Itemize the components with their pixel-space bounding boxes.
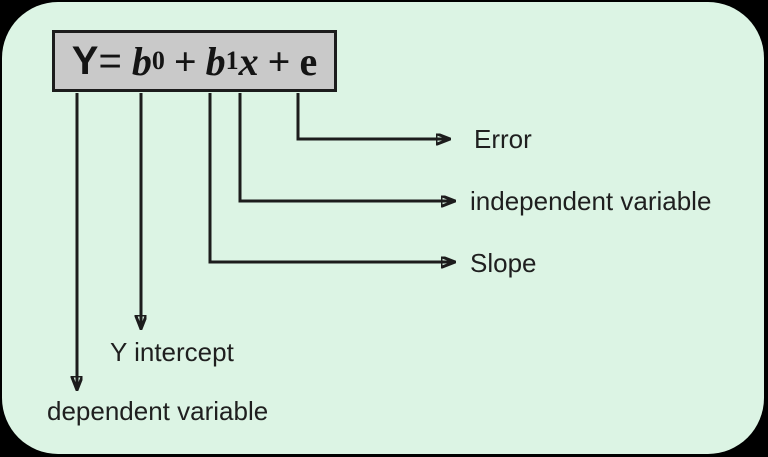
equation-term-b1-base: b <box>205 38 226 84</box>
equation-term-x: x <box>238 38 259 84</box>
equation-plus-sign-1: + <box>173 38 197 84</box>
label-dependent-variable: dependent variable <box>47 396 269 426</box>
equation-term-b0-base: b <box>131 38 152 84</box>
equation-term-b1-subscript: 1 <box>225 46 239 75</box>
equation-term-b0-subscript: 0 <box>151 46 165 75</box>
arrow-error <box>296 93 450 139</box>
label-y-intercept: Y intercept <box>110 337 234 367</box>
equation-term-y: Y <box>71 38 99 83</box>
label-independent-variable: independent variable <box>470 186 712 216</box>
equation-term-e: e <box>299 38 318 84</box>
label-error: Error <box>474 124 532 154</box>
equation-equals-sign: = <box>98 38 122 83</box>
arrow-independent-variable <box>238 93 455 201</box>
equation-plus-sign-2: + <box>267 38 291 84</box>
label-slope: Slope <box>470 248 537 278</box>
arrow-slope <box>208 93 455 262</box>
